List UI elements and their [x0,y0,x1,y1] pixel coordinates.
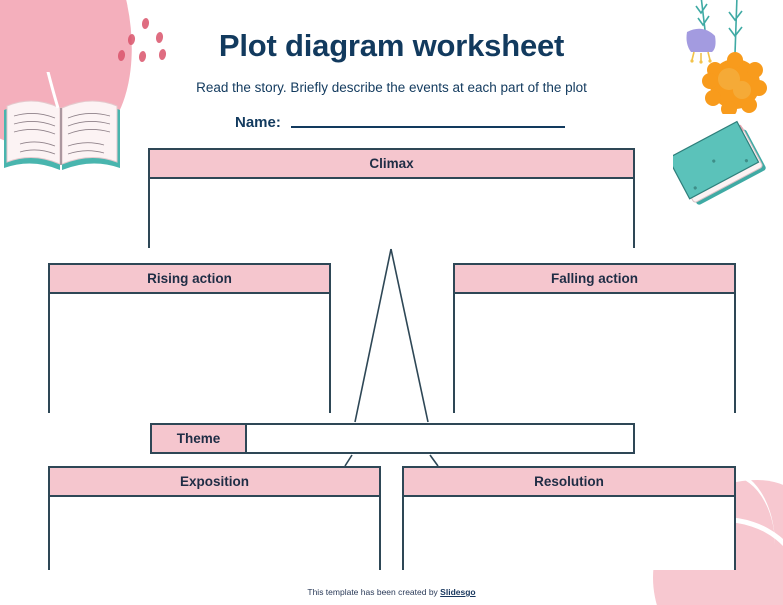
slidesgo-link[interactable]: Slidesgo [440,587,476,597]
page-title: Plot diagram worksheet [218,28,565,63]
footer: This template has been created by Slides… [0,587,783,597]
resolution-box: Resolution [402,466,736,570]
page-subtitle: Read the story. Briefly describe the eve… [196,80,587,95]
exposition-box: Exposition [48,466,381,570]
exposition-label: Exposition [50,468,379,497]
falling-action-box: Falling action [453,263,736,413]
falling-action-label: Falling action [455,265,734,294]
rising-action-input[interactable] [50,294,329,413]
climax-label: Climax [150,150,633,179]
resolution-input[interactable] [404,497,734,570]
footer-text: This template has been created by [307,587,441,597]
name-label: Name: [235,114,281,131]
name-row: Name: [235,114,565,131]
falling-action-input[interactable] [455,294,734,413]
rising-action-box: Rising action [48,263,331,413]
theme-box: Theme [150,423,635,454]
exposition-input[interactable] [50,497,379,570]
name-input[interactable] [290,126,565,128]
resolution-label: Resolution [404,468,734,497]
climax-input[interactable] [150,179,633,248]
climax-box: Climax [148,148,635,248]
theme-input[interactable] [247,425,633,452]
theme-label: Theme [152,425,247,452]
rising-action-label: Rising action [50,265,329,294]
